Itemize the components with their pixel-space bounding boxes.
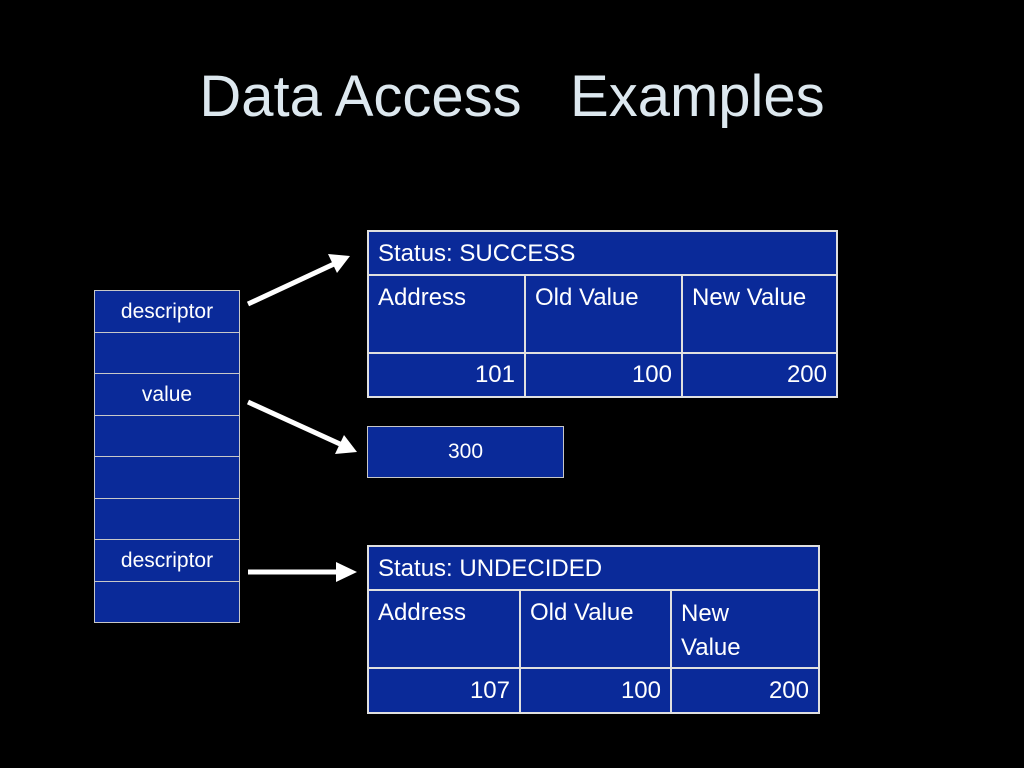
new-value-header: New Value xyxy=(670,591,818,667)
old-value-value: 100 xyxy=(519,669,670,712)
arrow-line-to-success xyxy=(246,261,336,307)
address-value: 101 xyxy=(474,361,515,388)
memory-column: descriptor value descriptor xyxy=(94,290,240,623)
memory-cell: descriptor xyxy=(95,540,239,582)
arrow-head-to-undecided xyxy=(336,562,357,582)
descriptor-value-row: 101 100 200 xyxy=(369,354,836,396)
descriptor-value-row: 107 100 200 xyxy=(369,669,818,712)
descriptor-status: Status: SUCCESS xyxy=(369,232,836,276)
descriptor-success-table: Status: SUCCESS Address Old Value New Va… xyxy=(367,230,838,398)
new-value-header: New Value xyxy=(681,276,836,352)
new-value-value: 200 xyxy=(670,669,818,712)
arrow-head-to-success xyxy=(328,254,350,273)
old-value-header: Old Value xyxy=(519,591,670,667)
memory-cell xyxy=(95,498,239,540)
arrow-head-to-value xyxy=(335,435,357,454)
value-box: 300 xyxy=(367,426,564,478)
descriptor-status: Status: UNDECIDED xyxy=(369,547,818,591)
old-value-value: 100 xyxy=(524,354,681,396)
memory-cell: descriptor xyxy=(95,291,239,333)
descriptor-undecided-table: Status: UNDECIDED Address Old Value New … xyxy=(367,545,820,714)
memory-cell xyxy=(95,415,239,457)
slide-title: Data Access Examples xyxy=(199,64,825,129)
address-value: 107 xyxy=(469,677,510,704)
memory-cell xyxy=(95,332,239,374)
new-value-value: 200 xyxy=(681,354,836,396)
memory-cell xyxy=(95,457,239,499)
memory-cell: value xyxy=(95,374,239,416)
old-value-header: Old Value xyxy=(524,276,681,352)
address-header: Address xyxy=(378,284,467,311)
descriptor-header-row: Address Old Value New Value xyxy=(369,276,836,354)
memory-cell xyxy=(95,581,239,623)
arrow-line-to-value xyxy=(246,399,342,447)
descriptor-header-row: Address Old Value New Value xyxy=(369,591,818,669)
address-header: Address xyxy=(378,599,467,626)
